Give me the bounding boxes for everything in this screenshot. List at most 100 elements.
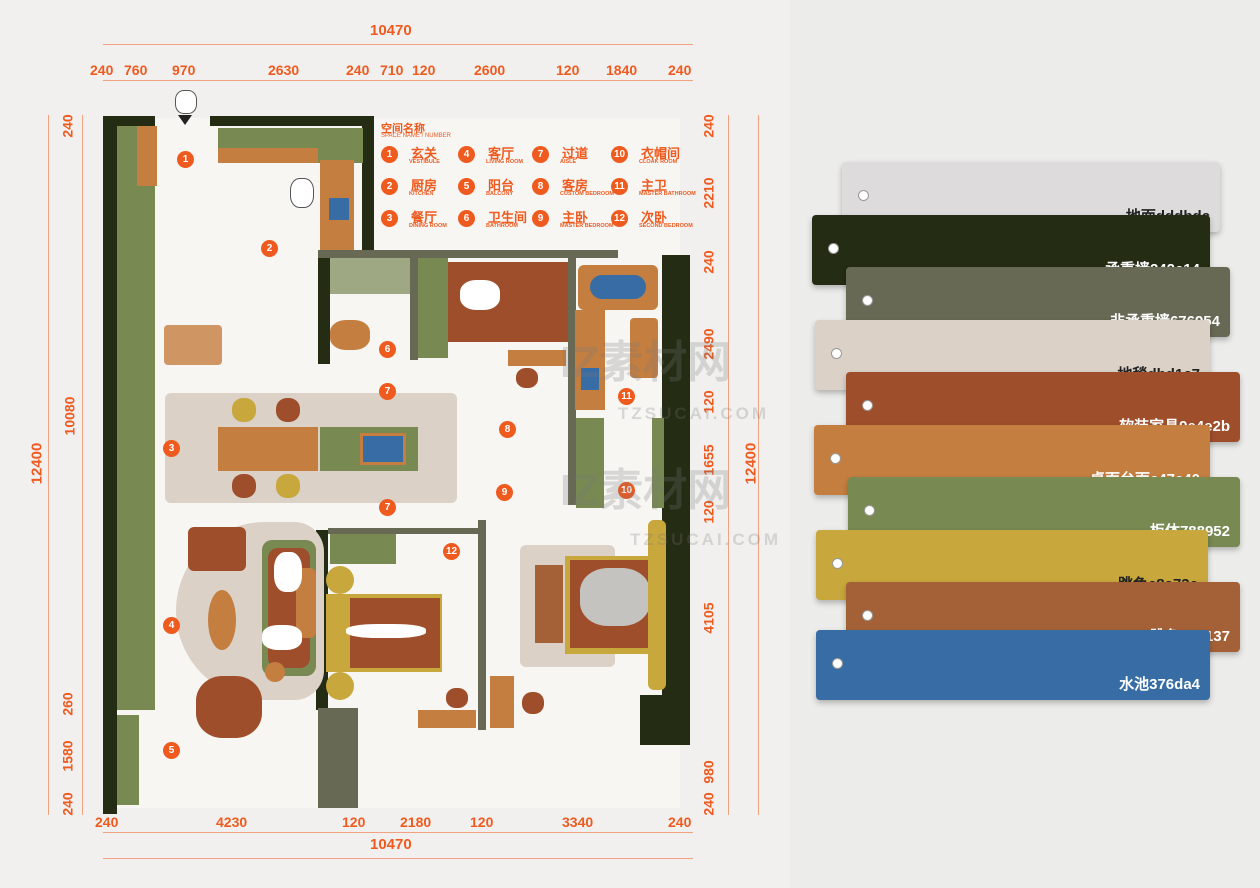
dimension-line-bottom-2 bbox=[103, 858, 693, 859]
legend-name-cn: 卫生间 bbox=[488, 210, 528, 225]
legend-subtitle: SPACE NAME / NUMBER bbox=[381, 133, 451, 139]
legend-name-cn: 玄关 bbox=[411, 146, 438, 161]
swatch-label: 水池376da4 bbox=[1119, 676, 1200, 693]
legend-name-cn: 次卧 bbox=[641, 210, 668, 225]
bathtub bbox=[590, 275, 646, 299]
partition-wall bbox=[410, 250, 418, 360]
load-bearing-wall-kitchen-east bbox=[362, 116, 374, 250]
room-number-marker: 11 bbox=[618, 388, 635, 405]
side-table bbox=[265, 662, 285, 682]
legend-name-cn: 阳台 bbox=[488, 178, 515, 193]
wall-cabinet bbox=[117, 126, 155, 710]
cloak-wardrobe bbox=[576, 418, 604, 508]
dim-bottom: 240 bbox=[95, 814, 119, 830]
master-bath-sink bbox=[578, 365, 602, 393]
dim-top: 240 bbox=[90, 62, 114, 78]
legend-title: 空间名称 bbox=[381, 123, 425, 135]
entrance-arrow-icon bbox=[178, 115, 192, 125]
guest-wardrobe bbox=[418, 258, 448, 358]
partition-wall bbox=[478, 520, 486, 730]
balcony-cabinet bbox=[117, 715, 139, 805]
room-number-marker: 6 bbox=[379, 341, 396, 358]
dining-chair bbox=[276, 398, 300, 422]
legend-number: 9 bbox=[532, 210, 549, 227]
dim-bottom: 120 bbox=[470, 814, 494, 830]
watermark-sub: TZSUCAI.COM bbox=[630, 530, 782, 549]
legend-number: 8 bbox=[532, 178, 549, 195]
shoe-cabinet-top bbox=[137, 126, 157, 186]
dimension-line-left-2 bbox=[82, 115, 83, 815]
watermark: IZ素材网 bbox=[560, 466, 732, 515]
legend-number: 6 bbox=[458, 210, 475, 227]
room-number-marker: 7 bbox=[379, 499, 396, 516]
partition-wall bbox=[568, 255, 576, 505]
swatch-hole-icon bbox=[830, 453, 841, 464]
master-desk bbox=[490, 676, 514, 728]
room-number-marker: 7 bbox=[379, 383, 396, 400]
swatch-hole-icon bbox=[858, 190, 869, 201]
dim-left: 260 bbox=[59, 692, 76, 716]
legend-name-en: SECOND BEDROOM bbox=[639, 223, 693, 229]
nightstand bbox=[326, 672, 354, 700]
dim-top: 240 bbox=[346, 62, 370, 78]
desk-chair bbox=[446, 688, 468, 708]
legend-name-cn: 过道 bbox=[562, 146, 589, 161]
room-number-marker: 1 bbox=[177, 151, 194, 168]
cloak-wardrobe bbox=[652, 418, 664, 508]
master-bath-counter bbox=[575, 310, 605, 410]
legend-name-en: LIVING ROOM bbox=[486, 159, 523, 165]
dim-right: 240 bbox=[700, 792, 717, 816]
legend-number: 7 bbox=[532, 146, 549, 163]
swatch-hole-icon bbox=[832, 558, 843, 569]
legend-number: 4 bbox=[458, 146, 475, 163]
dim-right: 240 bbox=[700, 250, 717, 274]
dim-bottom: 3340 bbox=[562, 814, 594, 830]
load-bearing-wall-west bbox=[103, 116, 117, 814]
legend-name-cn: 厨房 bbox=[411, 178, 438, 193]
kitchen-countertop bbox=[218, 148, 318, 163]
dim-right: 980 bbox=[700, 760, 717, 784]
load-bearing-column bbox=[318, 254, 330, 364]
dimension-line-top-2 bbox=[103, 80, 693, 81]
lounge-chair bbox=[188, 527, 246, 571]
swatch-hole-icon bbox=[828, 243, 839, 254]
person-figure bbox=[262, 625, 302, 650]
watermark: IZ素材网 bbox=[560, 338, 732, 387]
swatch-hole-icon bbox=[862, 610, 873, 621]
legend-name-cn: 主卧 bbox=[562, 210, 589, 225]
second-wardrobe bbox=[330, 534, 396, 564]
dimension-line-bottom bbox=[103, 832, 693, 833]
legend-name-en: CLOAK ROOM bbox=[639, 159, 678, 165]
load-bearing-wall-north-a bbox=[103, 116, 155, 126]
dim-left: 240 bbox=[59, 792, 76, 816]
room-number-marker: 8 bbox=[499, 421, 516, 438]
nightstand bbox=[326, 566, 354, 594]
armchair bbox=[196, 676, 262, 738]
dining-chair bbox=[276, 474, 300, 498]
room-number-marker: 10 bbox=[618, 482, 635, 499]
legend-name-cn: 餐厅 bbox=[411, 210, 438, 225]
legend-name-cn: 主卫 bbox=[641, 178, 668, 193]
dim-top: 240 bbox=[668, 62, 692, 78]
master-headboard bbox=[648, 520, 666, 690]
dimension-line-left bbox=[48, 115, 49, 815]
legend-number: 3 bbox=[381, 210, 398, 227]
person-figure bbox=[346, 624, 426, 638]
dim-top: 970 bbox=[172, 62, 196, 78]
person-figure bbox=[460, 280, 500, 310]
second-desk bbox=[418, 710, 476, 728]
load-bearing-wall-east bbox=[662, 255, 690, 695]
legend-name-cn: 衣帽间 bbox=[641, 146, 681, 161]
swatch-hole-icon bbox=[864, 505, 875, 516]
partition-wall bbox=[318, 250, 618, 258]
legend-name-cn: 客厅 bbox=[488, 146, 515, 161]
bench bbox=[535, 565, 563, 643]
room-number-marker: 9 bbox=[496, 484, 513, 501]
dim-top: 2600 bbox=[474, 62, 506, 78]
guest-desk bbox=[508, 350, 566, 366]
master-bed-throw bbox=[580, 568, 650, 626]
desk-chair bbox=[522, 692, 544, 714]
dining-chair bbox=[232, 398, 256, 422]
legend-number: 11 bbox=[611, 178, 628, 195]
coffee-table bbox=[208, 590, 236, 650]
